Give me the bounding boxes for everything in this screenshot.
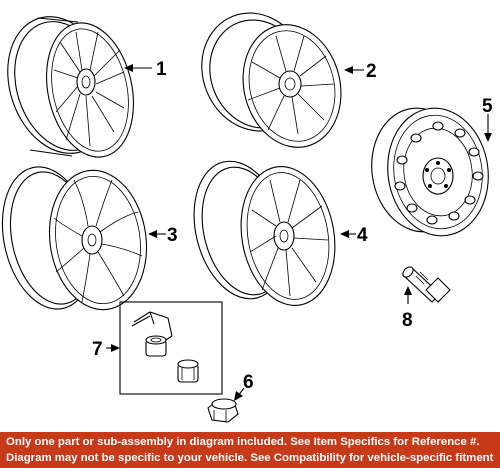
wheel-1-illustration	[7, 16, 134, 158]
disclaimer-footer: Only one part or sub-assembly in diagram…	[0, 432, 500, 468]
callout-7-arrowhead	[111, 344, 120, 352]
callout-4-arrowhead	[340, 230, 349, 238]
parts-diagram: 1 2	[1, 12, 493, 423]
wheel-2-illustration	[201, 12, 342, 148]
disclaimer-line-1: Only one part or sub-assembly in diagram…	[6, 436, 480, 448]
callout-3-label: 3	[167, 225, 178, 246]
callout-7: 7	[92, 339, 120, 360]
callout-3: 3	[148, 225, 178, 246]
callout-8-label: 8	[402, 310, 413, 331]
wheel-4-illustration	[193, 160, 336, 306]
callout-4: 4	[340, 225, 368, 246]
lug-nut-illustration	[207, 398, 239, 423]
callout-1-label: 1	[156, 59, 167, 80]
callout-8: 8	[402, 286, 413, 331]
callout-5: 5	[482, 96, 493, 142]
callout-2-arrowhead	[344, 66, 353, 74]
callout-6-arrowhead	[234, 391, 243, 401]
callout-5-arrowhead	[484, 133, 492, 142]
wheel-5-illustration	[371, 107, 489, 237]
callout-1-arrowhead	[124, 64, 133, 72]
callout-7-label: 7	[92, 339, 103, 360]
callout-1: 1	[124, 59, 167, 80]
lock-kit-illustration	[119, 301, 223, 395]
lock-kit-box	[119, 301, 223, 395]
tpms-sensor-illustration	[402, 266, 451, 303]
callout-4-label: 4	[357, 225, 368, 246]
callout-2: 2	[344, 61, 377, 82]
callout-2-label: 2	[366, 61, 377, 82]
wheel-3-illustration	[1, 166, 148, 311]
callout-6: 6	[234, 372, 254, 401]
callout-8-arrowhead	[404, 286, 412, 295]
callout-5-label: 5	[482, 96, 493, 117]
disclaimer-line-2: Diagram may not be specific to your vehi…	[6, 452, 494, 464]
callout-3-arrowhead	[148, 230, 157, 238]
callout-6-label: 6	[243, 372, 254, 393]
